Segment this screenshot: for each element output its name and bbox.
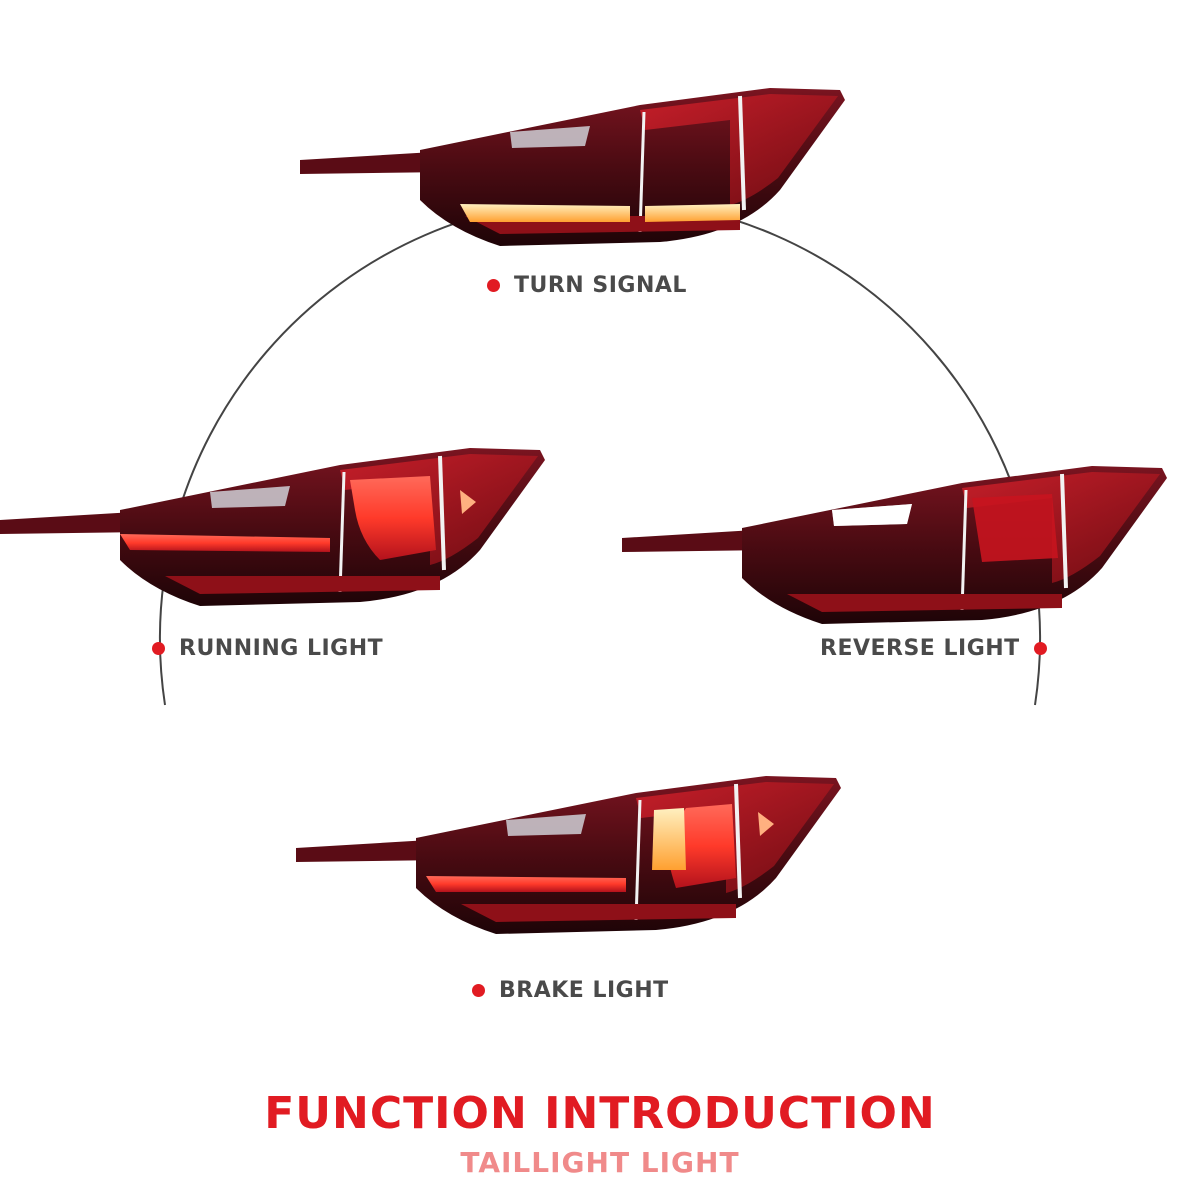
brake-light-text: BRAKE LIGHT [499, 978, 669, 1003]
taillight-turn-signal [298, 86, 847, 248]
taillight-brake-light [294, 774, 843, 936]
running-light-label: RUNNING LIGHT [152, 636, 383, 661]
bullet-dot [152, 642, 165, 655]
running-light-text: RUNNING LIGHT [179, 636, 384, 661]
taillight-running-light [0, 446, 547, 608]
brake-light-label: BRAKE LIGHT [472, 978, 669, 1003]
page-subtitle: TAILLIGHT LIGHT [460, 1146, 740, 1179]
turn-signal-text: TURN SIGNAL [514, 273, 687, 298]
reverse-light-text: REVERSE LIGHT [820, 636, 1020, 661]
taillight-reverse-light [620, 464, 1169, 626]
bullet-dot [487, 279, 500, 292]
bullet-dot [1033, 642, 1047, 655]
turn-signal-label: TURN SIGNAL [487, 273, 687, 298]
page-title: FUNCTION INTRODUCTION [264, 1088, 936, 1139]
reverse-light-label: REVERSE LIGHT [820, 636, 1047, 661]
bullet-dot [472, 984, 485, 997]
